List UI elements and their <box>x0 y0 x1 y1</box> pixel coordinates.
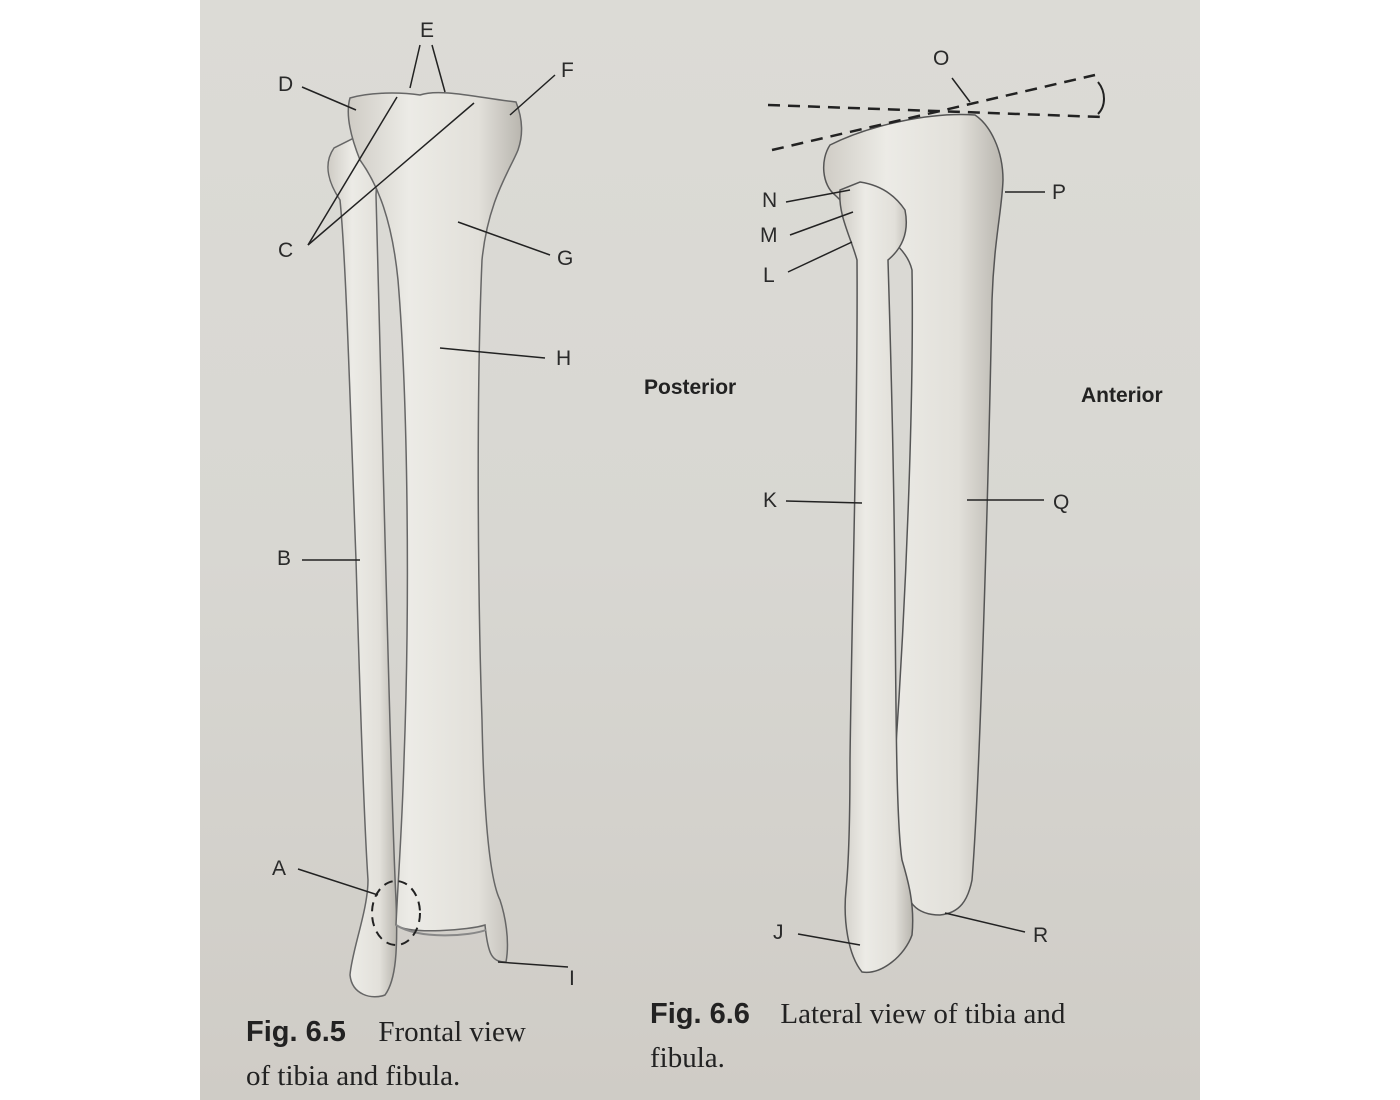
caption-text-line1: Lateral view of tibia and <box>780 998 1066 1030</box>
label-r: R <box>1033 924 1049 947</box>
tibia-lateral <box>823 113 1004 916</box>
label-j: J <box>773 921 784 944</box>
region-a-highlight <box>371 880 421 946</box>
tibia-frontal <box>347 91 523 963</box>
posterior-label: Posterior <box>644 376 737 399</box>
label-k: K <box>763 489 778 512</box>
caption-fig-6-6: Fig. 6.6 Lateral view of tibia and <box>650 998 1065 1031</box>
label-o: O <box>933 47 950 70</box>
label-g: G <box>557 247 574 270</box>
label-n: N <box>762 189 778 212</box>
fig-number: Fig. 6.6 <box>650 998 750 1030</box>
caption-fig-6-5-line2: of tibia and fibula. <box>246 1060 460 1093</box>
label-q: Q <box>1053 491 1070 514</box>
caption-fig-6-5: Fig. 6.5 Frontal view <box>246 1016 526 1049</box>
caption-text-line1: Frontal view <box>378 1016 526 1048</box>
label-i: I <box>569 967 575 990</box>
caption-fig-6-6-line2: fibula. <box>650 1042 725 1075</box>
fibula-frontal <box>327 137 398 998</box>
anterior-label: Anterior <box>1081 384 1163 407</box>
label-l: L <box>763 264 775 287</box>
angle-arc-icon <box>1097 81 1105 115</box>
fig-6-6-lateral-drawing <box>767 73 1105 973</box>
label-h: H <box>556 347 572 370</box>
label-f: F <box>561 59 574 82</box>
fig-6-5-frontal-drawing <box>297 44 569 998</box>
label-a: A <box>272 857 287 880</box>
label-d: D <box>278 73 294 96</box>
label-m: M <box>760 224 778 247</box>
fibula-lateral <box>839 181 914 973</box>
label-e: E <box>420 19 435 42</box>
caption-text-line2: of tibia and fibula. <box>246 1060 461 1092</box>
label-b: B <box>277 547 292 570</box>
label-p: P <box>1052 181 1067 204</box>
caption-text-line2: fibula. <box>650 1042 725 1074</box>
label-c: C <box>278 239 294 262</box>
fig-number: Fig. 6.5 <box>246 1016 346 1048</box>
